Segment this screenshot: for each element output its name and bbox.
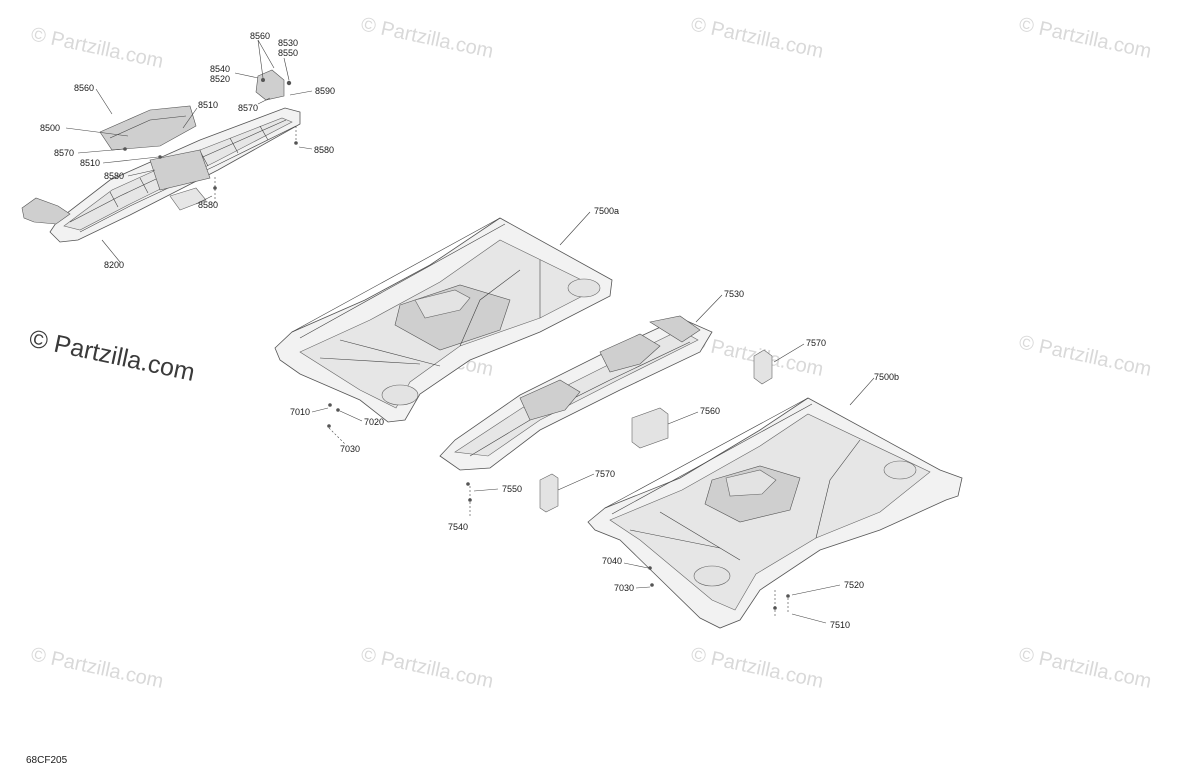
callout-7550[interactable]: 7550 [502,484,522,494]
diagram-code: 68CF205 [26,755,68,766]
callout-labels: 8560 8530 8550 8540 8520 8560 8590 8510 … [40,31,899,630]
watermark: © Partzilla.com [689,643,825,693]
watermark: © Partzilla.com [29,23,165,73]
callout-7570[interactable]: 7570 [595,469,615,479]
callout-7500b[interactable]: 7500b [874,372,899,382]
callout-7030[interactable]: 7030 [340,444,360,454]
floor-pan-7500a [274,217,613,423]
watermark-layer: © Partzilla.com © Partzilla.com © Partzi… [27,13,1154,693]
callout-8590[interactable]: 8590 [315,86,335,96]
callout-8560[interactable]: 8560 [250,31,270,41]
callout-7570[interactable]: 7570 [806,338,826,348]
callout-7020[interactable]: 7020 [364,417,384,427]
callout-8580[interactable]: 8580 [314,145,334,155]
callout-7540[interactable]: 7540 [448,522,468,532]
watermark: © Partzilla.com [1017,643,1153,693]
callout-8560[interactable]: 8560 [74,83,94,93]
watermark: © Partzilla.com [359,643,495,693]
foam-block-7570a [753,349,773,385]
watermark: © Partzilla.com [359,13,495,63]
callout-8570[interactable]: 8570 [54,148,74,158]
callout-8530[interactable]: 8530 [278,38,298,48]
callout-8550[interactable]: 8550 [278,48,298,58]
callout-8580[interactable]: 8580 [198,200,218,210]
foam-blocks [539,349,773,513]
callout-7040[interactable]: 7040 [602,556,622,566]
callout-7500a[interactable]: 7500a [594,206,619,216]
partzilla-logo-watermark: © Partzilla.com [27,324,198,386]
foam-block-7560 [631,407,669,449]
callout-8200[interactable]: 8200 [104,260,124,270]
leader-lines [65,39,875,624]
watermark: © Partzilla.com [29,643,165,693]
callout-7560[interactable]: 7560 [700,406,720,416]
callout-8570[interactable]: 8570 [238,103,258,113]
floor-pan-7500b [587,397,963,629]
callout-8500[interactable]: 8500 [40,123,60,133]
watermark: © Partzilla.com [1017,13,1153,63]
callout-7530[interactable]: 7530 [724,289,744,299]
callout-8580[interactable]: 8580 [104,171,124,181]
callout-8510[interactable]: 8510 [198,100,218,110]
callout-7010[interactable]: 7010 [290,407,310,417]
callout-8540[interactable]: 8540 [210,64,230,74]
center-console-assembly [21,69,301,243]
foam-block-7570b [539,473,559,513]
callout-7510[interactable]: 7510 [830,620,850,630]
fasteners [123,78,790,610]
callout-8510[interactable]: 8510 [80,158,100,168]
watermark: © Partzilla.com [1017,331,1153,381]
callout-7030[interactable]: 7030 [614,583,634,593]
tunnel-cover-7530 [439,315,713,471]
watermark: © Partzilla.com [689,13,825,63]
callout-7520[interactable]: 7520 [844,580,864,590]
callout-8520[interactable]: 8520 [210,74,230,84]
